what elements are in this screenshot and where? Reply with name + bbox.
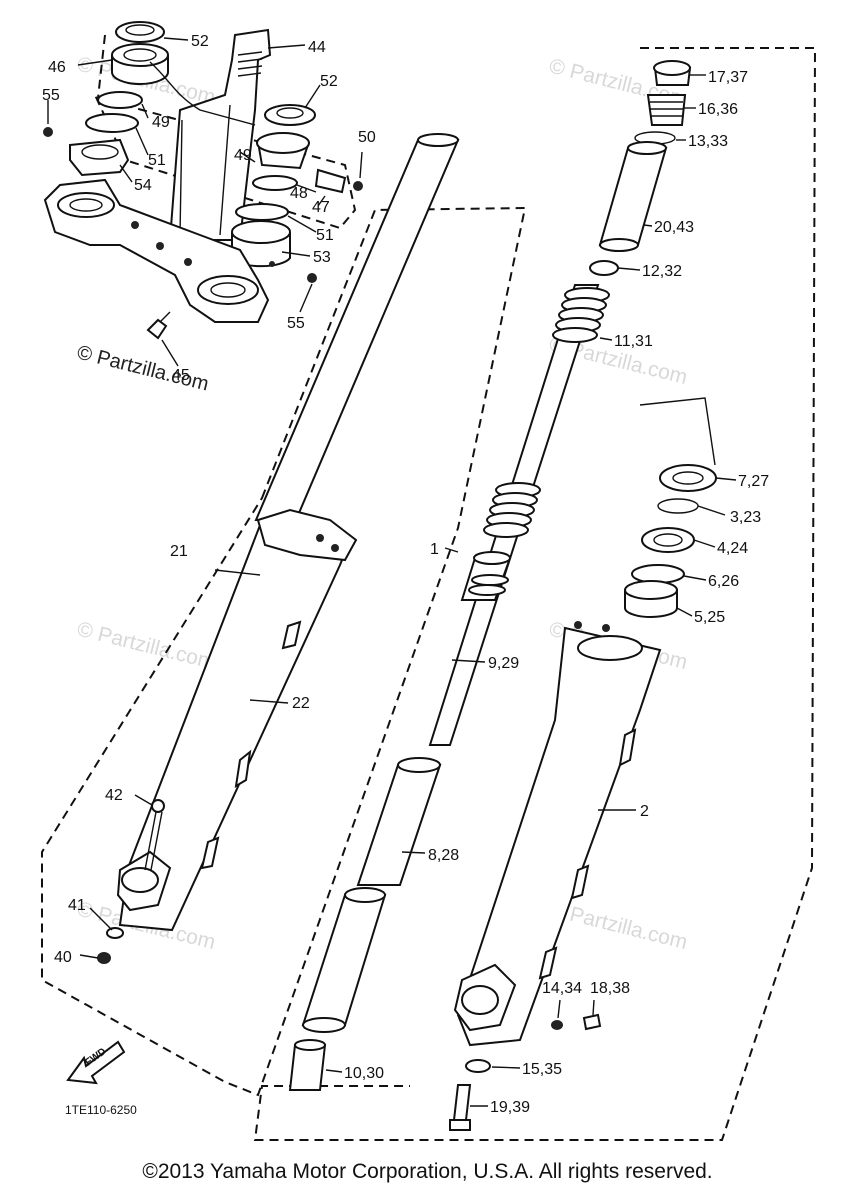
nut-50 [353, 181, 363, 191]
callout-14-34: 14,34 [542, 980, 582, 997]
callout-55-right: 55 [287, 315, 305, 332]
callout-40: 40 [54, 949, 72, 966]
callout-52-top: 52 [191, 33, 209, 50]
washer-51-right [235, 203, 289, 221]
right-fork-outline [253, 47, 817, 1141]
callout-53: 53 [313, 249, 331, 266]
callout-3-23: 3,23 [730, 509, 761, 526]
left-fork-outline [41, 206, 527, 1097]
callout-7-27: 7,27 [738, 473, 769, 490]
washer-6-26 [631, 564, 685, 584]
steering-head-parts [43, 21, 363, 340]
callout-10-30: 10,30 [344, 1065, 384, 1082]
callout-48: 48 [290, 185, 308, 202]
callout-5-25: 5,25 [694, 609, 725, 626]
washer-48 [252, 175, 298, 191]
callout-51-right: 51 [316, 227, 334, 244]
callout-46: 46 [48, 59, 66, 76]
bolt-55-left [43, 127, 53, 137]
callout-4-24: 4,24 [717, 540, 748, 557]
clip-3-23 [657, 498, 699, 514]
washer-41 [106, 927, 124, 939]
callout-17-37: 17,37 [708, 69, 748, 86]
callout-13-33: 13,33 [688, 133, 728, 150]
callout-8-28: 8,28 [428, 847, 459, 864]
bolt-47 [314, 168, 347, 194]
callout-51-left: 51 [148, 152, 166, 169]
washer-15-35 [465, 1059, 491, 1073]
washer-49-left [97, 91, 143, 109]
fork-leg-2 [456, 626, 662, 1047]
callout-55-left: 55 [42, 87, 60, 104]
callout-9-29: 9,29 [488, 655, 519, 672]
callout-22: 22 [292, 695, 310, 712]
callout-52-right: 52 [320, 73, 338, 90]
watermark-dark: © Partzilla.com [75, 342, 211, 396]
adjuster-16-36 [646, 94, 687, 126]
tube-10-30 [301, 894, 387, 1026]
callout-1: 1 [430, 541, 439, 558]
callout-6-26: 6,26 [708, 573, 739, 590]
callout-49-left: 49 [152, 114, 170, 131]
callout-labels: 52 44 46 55 49 51 54 52 50 49 48 47 51 5… [42, 33, 769, 1116]
callout-54: 54 [134, 177, 152, 194]
callout-15-35: 15,35 [522, 1061, 562, 1078]
forward-arrow-icon: FWD [66, 1040, 126, 1085]
callout-49-right: 49 [234, 147, 252, 164]
oil-seal-4-24 [641, 527, 695, 553]
leader-lines [47, 37, 737, 1107]
copyright-notice: ©2013 Yamaha Motor Corporation, U.S.A. A… [142, 1160, 713, 1183]
damper-parts [288, 284, 610, 1091]
callout-16-36: 16,36 [698, 101, 738, 118]
callout-20-43: 20,43 [654, 219, 694, 236]
left-fork-parts [97, 133, 460, 964]
bolt-45 [146, 318, 168, 340]
callout-45: 45 [172, 367, 190, 384]
callout-50: 50 [358, 129, 376, 146]
callout-19-39: 19,39 [490, 1099, 530, 1116]
washer-51-left [85, 113, 139, 133]
spring-coils-mid [483, 482, 541, 538]
watermark-lower-left: © Partzilla.com [75, 618, 218, 675]
nut-40 [97, 952, 111, 964]
washer-14-34 [551, 1020, 563, 1030]
bolt-19-39 [452, 1084, 472, 1121]
piece-10-30 [288, 1044, 327, 1091]
spring-11-31 [552, 287, 610, 343]
cylinder-8-28 [356, 764, 442, 886]
right-fork-parts [449, 60, 717, 1131]
callout-41: 41 [68, 897, 86, 914]
callout-21: 21 [170, 543, 188, 560]
drawing-code: 1TE110-6250 [65, 1103, 137, 1117]
ring-nut-52-right [264, 104, 316, 126]
callout-18-38: 18,38 [590, 980, 630, 997]
callout-44: 44 [308, 39, 326, 56]
callout-2: 2 [640, 803, 649, 820]
callout-11-31: 11,31 [614, 333, 653, 350]
bolt-18-38 [582, 1013, 602, 1031]
dust-seal-7-27 [659, 464, 717, 492]
bolt-55-right [307, 273, 317, 283]
callout-47: 47 [312, 199, 330, 216]
callout-42: 42 [105, 787, 123, 804]
washer-12-32 [589, 260, 619, 276]
bolt-42 [151, 799, 165, 813]
callout-12-32: 12,32 [642, 263, 682, 280]
